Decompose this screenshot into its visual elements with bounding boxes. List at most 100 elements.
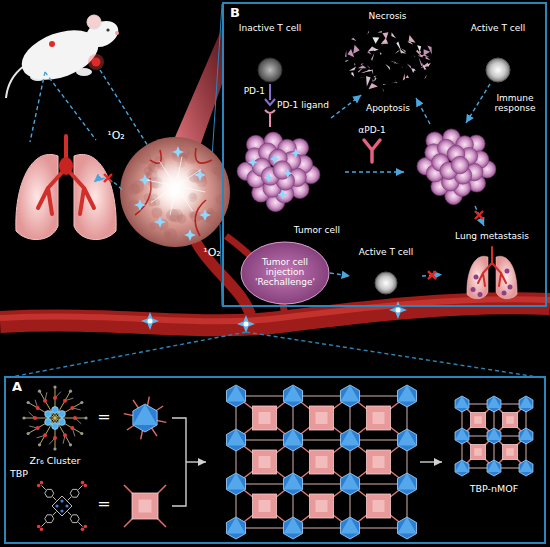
oxygen-atom (84, 525, 88, 529)
nitrogen-atom (55, 504, 58, 507)
cell-debris (367, 51, 371, 55)
process-label: Immune response (490, 93, 540, 114)
cell-debris (409, 35, 416, 43)
oxygen-atom (73, 416, 77, 420)
cell-debris (366, 76, 371, 86)
antibody (364, 140, 380, 162)
tbp-linker (310, 450, 334, 474)
tumor-texture (163, 228, 177, 242)
cell-debris (348, 49, 355, 57)
cell-debris (403, 74, 405, 81)
tbp-linker-face (259, 456, 271, 468)
tbp-linker-face (373, 412, 385, 424)
tbp-linker-face (316, 412, 328, 424)
zr-cluster-face (397, 385, 416, 402)
bond (53, 497, 57, 501)
t-cell-body (258, 58, 282, 82)
zr-cluster-face (340, 473, 359, 490)
cell-debris (407, 63, 411, 69)
carbon-atom (80, 432, 83, 435)
zr-cluster-face (397, 517, 416, 534)
panel-letter: A (12, 380, 22, 395)
tbp-linker (367, 406, 391, 430)
oxygen-atom (81, 528, 85, 532)
cell-debris (372, 37, 379, 44)
zr-cluster-node (340, 473, 359, 495)
cell-debris (372, 79, 374, 82)
lung-lobe (16, 154, 58, 239)
cell-debris (400, 49, 406, 54)
tbp-linker-face (373, 500, 385, 512)
mof-sparkle (270, 154, 280, 164)
mof-sparkle (141, 312, 159, 330)
bond (41, 485, 45, 489)
metastasis-spot (505, 269, 510, 274)
panel-letter: B (230, 6, 240, 21)
bond (28, 418, 55, 434)
zr-cluster-face (340, 385, 359, 402)
zr-cluster-face (283, 517, 302, 534)
mof-sparkle (237, 315, 255, 333)
lung-lobe (74, 154, 116, 239)
ligand-label: PD-1 ligand (277, 100, 329, 110)
tbp-linker (367, 494, 391, 518)
cell-debris (353, 45, 360, 54)
zr-cluster-node (487, 460, 501, 476)
panel-box: BInactive T cellNecrosisActive T cellTum… (222, 2, 547, 307)
zr-cluster-face (487, 460, 501, 472)
dashed-arrow (30, 72, 45, 142)
blocked-mark (428, 271, 436, 279)
panel-box: A (4, 376, 546, 544)
carbon-atom (27, 401, 30, 404)
cell-debris (374, 77, 376, 82)
cell-debris (393, 59, 395, 61)
tumor-texture (207, 208, 213, 214)
tumor-texture (175, 139, 184, 148)
mof-sparkle (283, 168, 293, 178)
zr-cluster-face (487, 428, 501, 440)
zr-cluster-face (455, 428, 469, 440)
dashed-arrow (345, 171, 404, 172)
zr-cluster-face (455, 396, 469, 408)
cell-debris (367, 65, 370, 68)
oxygen-atom (37, 525, 41, 529)
lung-drawing (467, 247, 517, 299)
mof-sparkle (154, 216, 166, 228)
zr-cluster-node (519, 428, 533, 444)
organ-label: Lung metastasis (455, 231, 529, 241)
tbp-linker-face (316, 500, 328, 512)
tbp-linker (310, 406, 334, 430)
cell-debris (406, 75, 409, 78)
oxygen-atom (81, 481, 85, 485)
light-ray (184, 188, 206, 192)
mouse (6, 15, 122, 98)
cell-debris (419, 57, 423, 66)
zr-cluster-node (133, 404, 157, 432)
mof-sparkle (291, 148, 301, 158)
cell-debris (369, 83, 378, 89)
tumor-spot (92, 58, 101, 67)
benzene-ring (70, 489, 79, 497)
zr-cluster-node (519, 460, 533, 476)
cell-debris (377, 31, 382, 32)
light-ray (159, 161, 171, 179)
light-ray (183, 169, 201, 181)
tumor-texture (138, 150, 152, 164)
cell-debris (427, 46, 432, 55)
zr-cluster-face (519, 396, 533, 408)
zr-cluster-node (455, 428, 469, 444)
cell-debris (391, 61, 400, 65)
pd-l1-ligand (265, 110, 275, 127)
zr-cluster-face (226, 385, 245, 402)
cell-debris (381, 38, 388, 44)
tbp-linker (367, 450, 391, 474)
cell-label: Inactive T cell (239, 23, 301, 33)
tbp-linker-face (139, 500, 152, 513)
cell-debris (358, 65, 367, 68)
zr-cluster-node (487, 428, 501, 444)
oxygen-atom (43, 399, 47, 403)
carbon-atom (53, 447, 56, 450)
mouse-ear (87, 15, 101, 29)
tbp-linker (503, 413, 518, 428)
zr-cluster-node (340, 385, 359, 407)
